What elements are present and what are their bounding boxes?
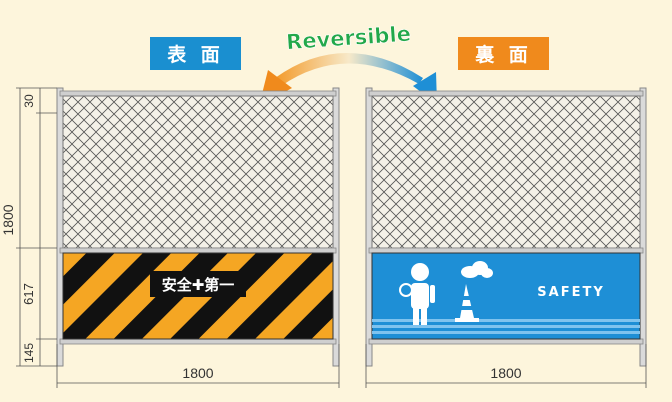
bottom-gap-dim: 145	[22, 343, 36, 363]
front-sign-text: 安全✚第一	[162, 276, 235, 294]
front-fence-panel: 安全✚第一	[56, 87, 340, 367]
back-width-dim: 1800	[490, 365, 521, 381]
worker-icon	[399, 263, 435, 325]
front-sign-text-bg	[150, 271, 246, 297]
sign-height-dim: 617	[21, 283, 36, 305]
back-side-label: 裏 面	[458, 37, 549, 70]
reversible-text: Reversible	[285, 22, 411, 55]
cloud-icon	[461, 261, 493, 278]
vertical-dimensions	[16, 87, 57, 367]
back-sign-stripe-1	[372, 319, 640, 322]
back-mesh	[371, 95, 641, 249]
front-right-post	[332, 87, 340, 367]
mesh-gap-dim: 30	[22, 94, 36, 108]
front-side-label: 表 面	[150, 37, 241, 70]
back-fence-panel: SAFETY	[365, 87, 647, 367]
back-mid-rail	[368, 247, 644, 254]
back-sign-stripe-2	[372, 325, 640, 328]
front-mesh	[62, 95, 334, 249]
front-left-post	[56, 87, 64, 367]
horizontal-dimensions	[56, 344, 647, 388]
back-sign-text: SAFETY	[537, 285, 604, 300]
back-top-rail	[368, 90, 644, 97]
front-mid-rail	[59, 247, 337, 254]
traffic-cone-icon	[455, 284, 479, 322]
back-bottom-rail	[368, 338, 644, 345]
front-top-rail	[59, 90, 337, 97]
back-right-post	[639, 87, 647, 367]
back-sign-stripe-3	[372, 331, 640, 334]
back-left-post	[365, 87, 373, 367]
total-height-dim: 1800	[0, 204, 16, 235]
front-width-dim: 1800	[182, 365, 213, 381]
front-bottom-rail	[59, 338, 337, 345]
